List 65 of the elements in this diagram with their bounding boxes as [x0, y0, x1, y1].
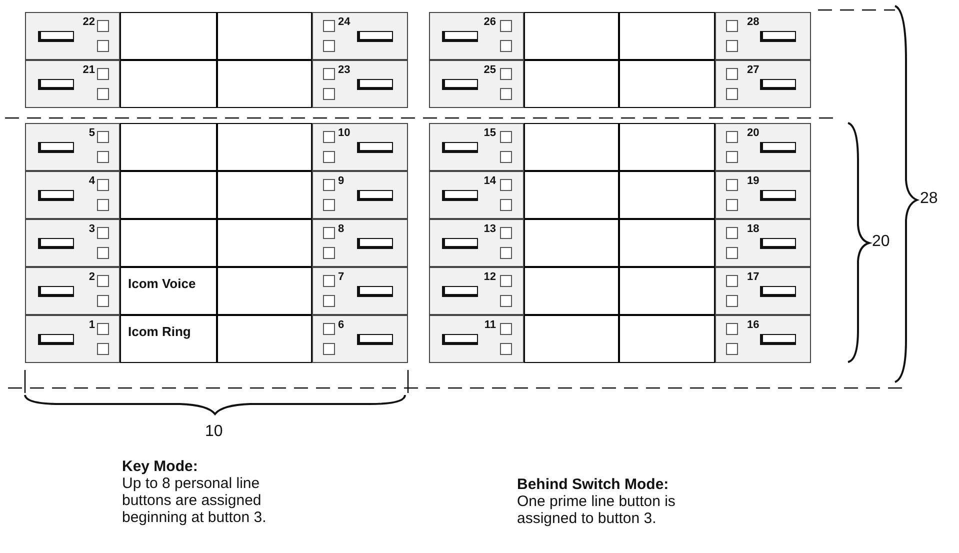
button-number: 12 [484, 271, 496, 283]
designation-card [524, 267, 619, 315]
designation-card [619, 12, 715, 60]
designation-label: Icom Voice [128, 276, 197, 291]
button-number: 16 [747, 319, 760, 331]
button-number: 7 [338, 271, 344, 283]
designation-card [217, 219, 312, 267]
designation-card [524, 60, 619, 108]
designation-label: Icom Ring [128, 324, 192, 339]
note-heading: Behind Switch Mode: [517, 476, 670, 493]
button-number: 25 [484, 64, 496, 76]
note-heading: Key Mode: [122, 458, 199, 475]
designation-card [619, 123, 715, 171]
designation-card [120, 315, 217, 363]
designation-card [524, 315, 619, 363]
designation-card [120, 60, 217, 108]
designation-card [524, 12, 619, 60]
button-number: 4 [88, 175, 95, 187]
button-number: 27 [747, 64, 760, 76]
button-number: 3 [88, 223, 95, 235]
designation-card [619, 267, 715, 315]
button-number: 5 [88, 127, 95, 139]
designation-card [217, 267, 312, 315]
designation-card [619, 315, 715, 363]
button-number: 15 [484, 127, 496, 139]
designation-card [120, 267, 217, 315]
button-number: 8 [338, 223, 344, 235]
designation-card [217, 123, 312, 171]
button-number: 23 [338, 64, 350, 76]
dimension-label: 20 [872, 233, 890, 251]
button-number: 22 [82, 16, 95, 28]
button-number: 28 [747, 16, 760, 28]
button-number: 24 [338, 16, 350, 28]
designation-card [524, 219, 619, 267]
designation-card [524, 171, 619, 219]
button-number: 14 [484, 175, 496, 187]
designation-card [120, 219, 217, 267]
button-number: 20 [747, 127, 760, 139]
button-number: 17 [747, 271, 760, 283]
button-number: 11 [484, 319, 496, 331]
button-number: 10 [338, 127, 350, 139]
designation-card [217, 60, 312, 108]
dimension-label: 28 [920, 190, 938, 208]
dimension-label: 10 [205, 423, 223, 441]
designation-card [524, 123, 619, 171]
designation-card [217, 171, 312, 219]
button-number: 2 [88, 271, 95, 283]
button-number: 6 [338, 319, 344, 331]
button-number: 1 [88, 319, 95, 331]
designation-card [217, 12, 312, 60]
note-text: One prime line button is assigned to button 3. [517, 493, 676, 527]
button-number: 18 [747, 223, 760, 235]
button-number: 9 [338, 175, 344, 187]
button-number: 19 [747, 175, 760, 187]
designation-card [619, 219, 715, 267]
note-text: Up to 8 personal line buttons are assigned beginning at button 3. [122, 475, 268, 526]
designation-card [619, 171, 715, 219]
designation-card [217, 315, 312, 363]
designation-card [120, 123, 217, 171]
button-number: 13 [484, 223, 496, 235]
designation-card [120, 12, 217, 60]
button-number: 21 [82, 64, 95, 76]
designation-card [619, 60, 715, 108]
designation-card [120, 171, 217, 219]
button-number: 26 [484, 16, 496, 28]
